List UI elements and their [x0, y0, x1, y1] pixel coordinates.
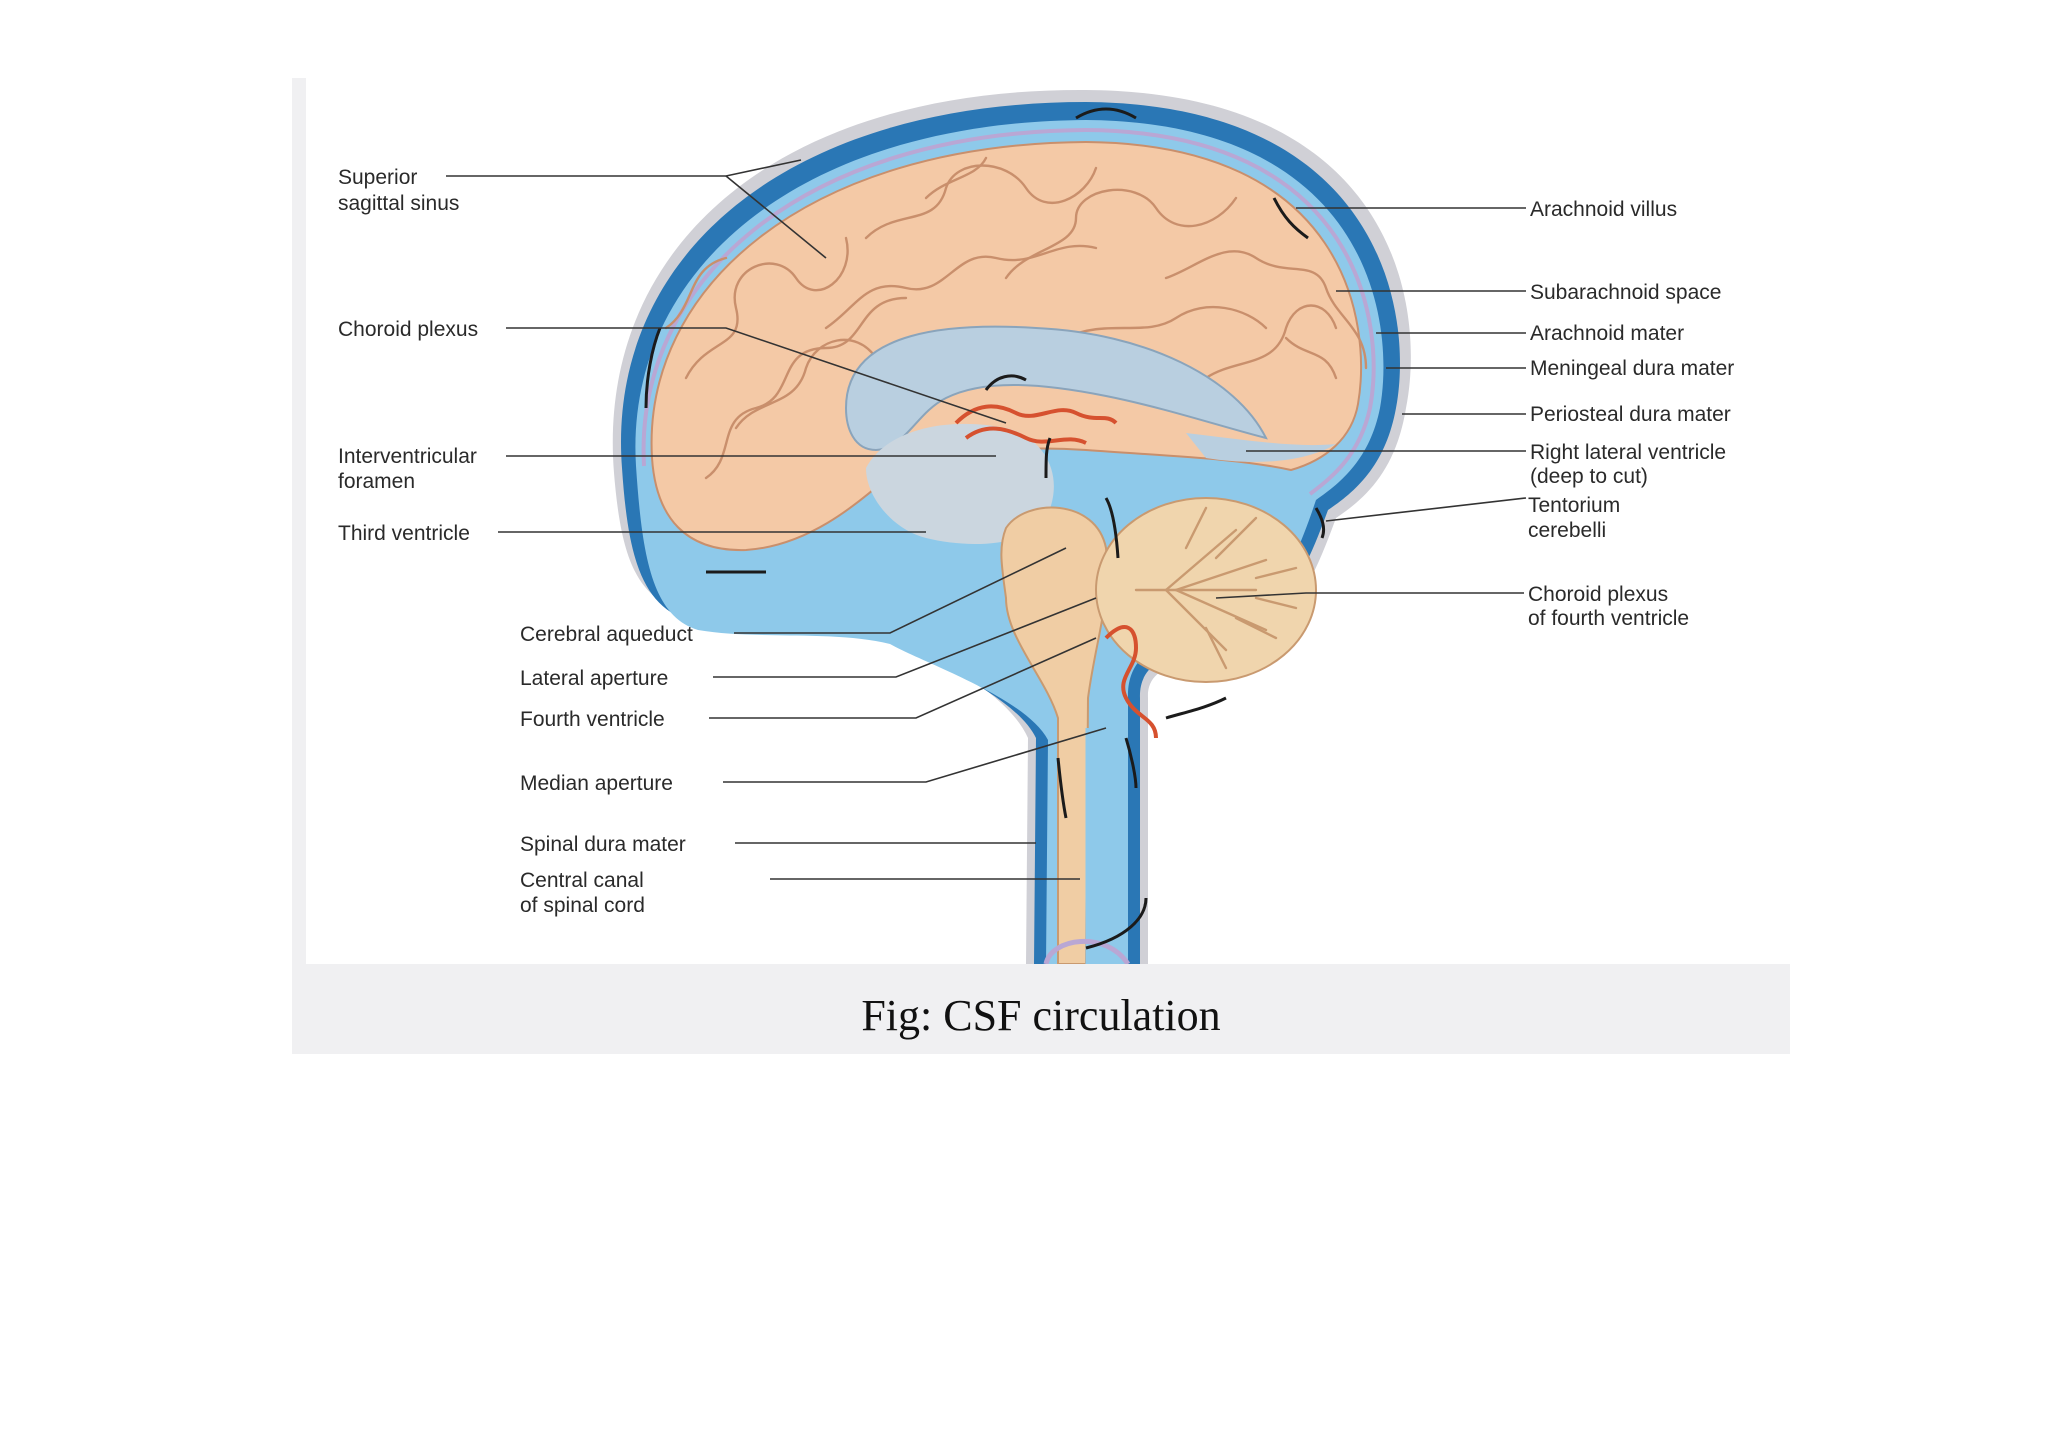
label-line: Central canal	[520, 869, 644, 892]
label-line: Spinal dura mater	[520, 833, 686, 856]
label-line: Cerebral aqueduct	[520, 623, 693, 646]
spinal-loop	[1043, 939, 1131, 964]
choroid-plexus-red	[954, 404, 1118, 445]
label-fourth-ventricle: Fourth ventricle	[520, 708, 665, 731]
label-interventricular-foramen: Interventricular foramen	[338, 445, 483, 493]
label-line: Choroid plexus	[338, 318, 478, 341]
label-line: Meningeal dura mater	[1530, 357, 1734, 380]
label-line: Periosteal dura mater	[1530, 403, 1731, 426]
label-line: Interventricular	[338, 445, 477, 468]
label-line: Median aperture	[520, 772, 673, 795]
label-meningeal-dura-mater: Meningeal dura mater	[1530, 357, 1734, 380]
label-choroid-plexus: Choroid plexus	[338, 318, 478, 341]
ventricle-tail	[1186, 433, 1336, 462]
label-line: Arachnoid mater	[1530, 322, 1684, 345]
fourth-ventricle-choroid	[1104, 625, 1158, 739]
label-line: sagittal sinus	[338, 192, 459, 215]
label-cerebral-aqueduct: Cerebral aqueduct	[520, 623, 693, 646]
label-line: Superior	[338, 166, 417, 189]
diagram-panel: Superior sagittal sinus Choroid plexus I…	[306, 78, 1790, 964]
label-arachnoid-mater: Arachnoid mater	[1530, 322, 1684, 345]
label-third-ventricle: Third ventricle	[338, 522, 470, 545]
label-subarachnoid-space: Subarachnoid space	[1530, 281, 1721, 304]
label-line: (deep to cut)	[1530, 465, 1648, 488]
label-lateral-aperture: Lateral aperture	[520, 667, 668, 690]
gyri	[664, 156, 1368, 480]
label-line: Choroid plexus	[1528, 583, 1668, 606]
label-line: Third ventricle	[338, 522, 470, 545]
csf-diagram: Superior sagittal sinus Choroid plexus I…	[338, 89, 1734, 964]
label-periosteal-dura-mater: Periosteal dura mater	[1530, 403, 1731, 426]
label-line: of spinal cord	[520, 894, 645, 917]
label-choroid-plexus-fourth: Choroid plexus of fourth ventricle	[1528, 583, 1689, 630]
figure-caption: Fig: CSF circulation	[861, 991, 1221, 1040]
label-tentorium-cerebelli: Tentorium cerebelli	[1528, 494, 1626, 542]
label-central-canal: Central canal of spinal cord	[520, 869, 650, 917]
label-line: foramen	[338, 470, 415, 493]
label-line: Fourth ventricle	[520, 708, 665, 731]
label-arachnoid-villus: Arachnoid villus	[1530, 198, 1677, 221]
third-ventricle-area	[866, 423, 1054, 544]
label-line: Right lateral ventricle	[1530, 441, 1726, 464]
label-superior-sagittal-sinus: Superior sagittal sinus	[338, 166, 459, 215]
leader-lines	[446, 159, 1527, 880]
label-median-aperture: Median aperture	[520, 772, 673, 795]
label-line: Lateral aperture	[520, 667, 668, 690]
cerebellum	[1095, 497, 1317, 683]
label-right-lateral-ventricle: Right lateral ventricle (deep to cut)	[1530, 441, 1732, 488]
label-line: Subarachnoid space	[1530, 281, 1721, 304]
label-line: of fourth ventricle	[1528, 607, 1689, 630]
brainstem	[1000, 506, 1109, 964]
figure: Superior sagittal sinus Choroid plexus I…	[292, 78, 1790, 1054]
csf-flow-arrows	[644, 107, 1326, 950]
label-line: cerebelli	[1528, 519, 1606, 542]
label-line: Arachnoid villus	[1530, 198, 1677, 221]
label-spinal-dura-mater: Spinal dura mater	[520, 833, 686, 856]
arachnoid-line	[641, 127, 1376, 496]
label-line: Tentorium	[1528, 494, 1620, 517]
